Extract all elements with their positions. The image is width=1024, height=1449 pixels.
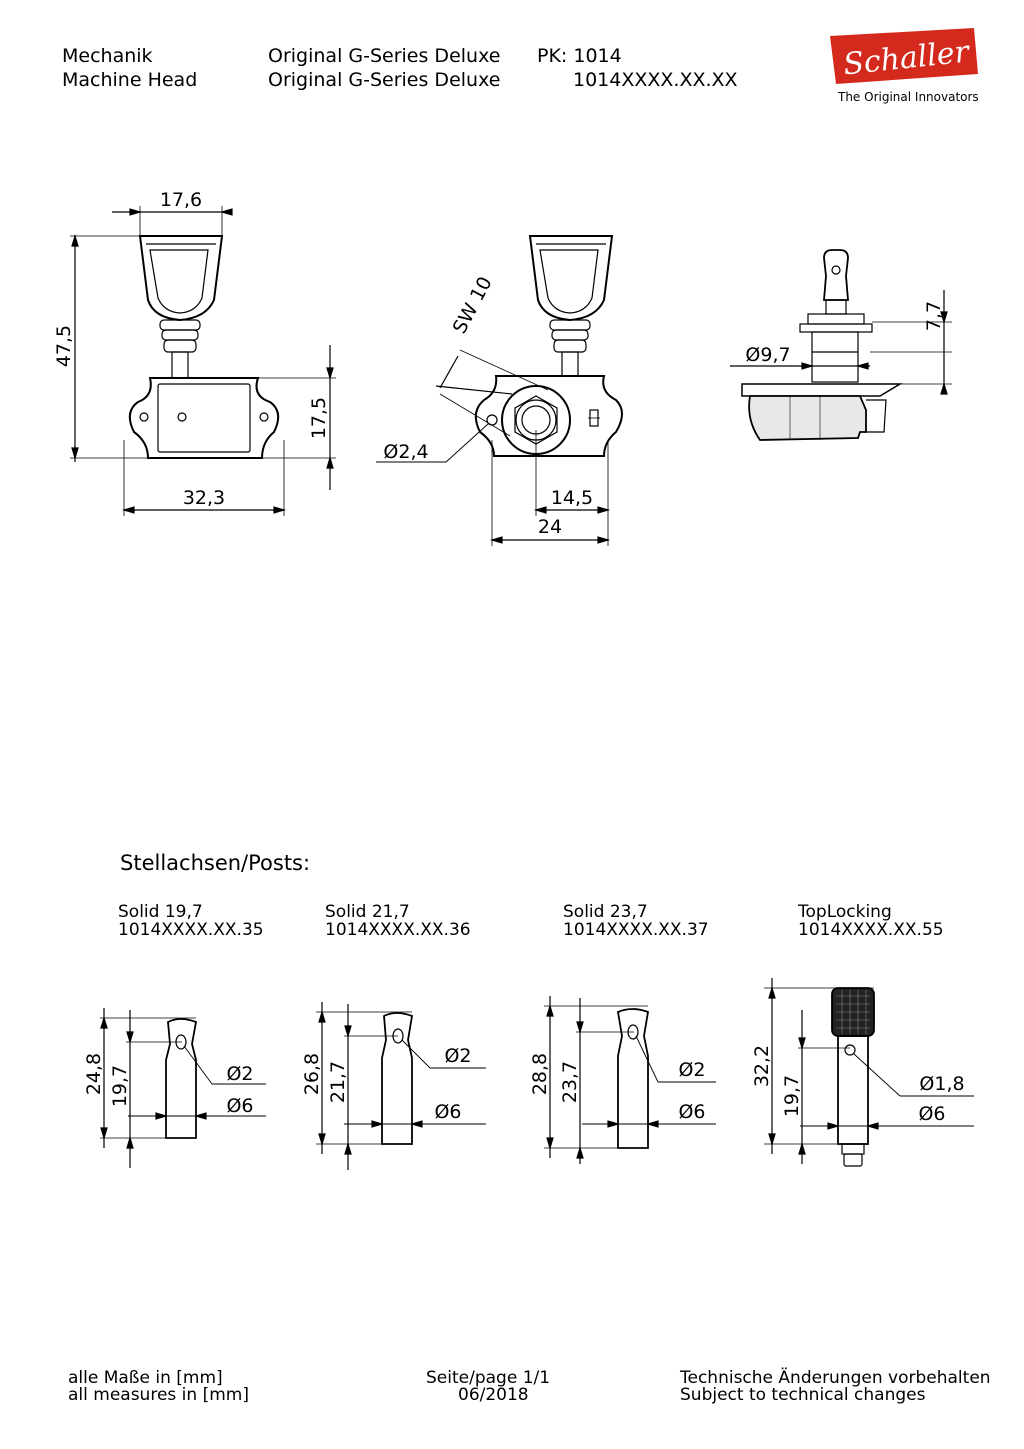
- post4-name: TopLocking: [798, 902, 892, 922]
- side-view: [730, 249, 952, 441]
- post3-name: Solid 23,7: [563, 902, 648, 922]
- post4-hole-diameter: Ø1,8: [919, 1073, 964, 1095]
- post4-code: 1014XXXX.XX.55: [798, 920, 944, 940]
- post-solid-23-7: [544, 996, 716, 1164]
- post1-hole-diameter: Ø2: [226, 1063, 253, 1085]
- post2-diameter: Ø6: [434, 1101, 461, 1123]
- page-number: Seite/page 1/1: [426, 1368, 551, 1388]
- post4-diameter: Ø6: [918, 1103, 945, 1125]
- dim-front-height: 47,5: [53, 325, 75, 367]
- pk-number: PK: 1014: [537, 45, 622, 67]
- post1-hole-height: 19,7: [109, 1065, 131, 1107]
- post3-hole-height: 23,7: [559, 1061, 581, 1103]
- post1-code: 1014XXXX.XX.35: [118, 920, 264, 940]
- post1-name: Solid 19,7: [118, 902, 203, 922]
- changes-en: Subject to technical changes: [680, 1385, 926, 1405]
- post4-hole-height: 19,7: [781, 1075, 803, 1117]
- logo-mark: Schaller: [830, 28, 978, 84]
- label-de: Mechanik: [62, 45, 153, 67]
- dim-front-width: 17,6: [160, 189, 202, 211]
- post2-hole-diameter: Ø2: [444, 1045, 471, 1067]
- article-number: 1014XXXX.XX.XX: [573, 69, 738, 91]
- post1-total-height: 24,8: [83, 1053, 105, 1095]
- product-de: Original G-Series Deluxe: [268, 45, 501, 67]
- changes-de: Technische Änderungen vorbehalten: [680, 1368, 991, 1388]
- label-en: Machine Head: [62, 69, 198, 91]
- logo-tagline: The Original Innovators: [838, 90, 979, 104]
- dim-plate-width: 32,3: [183, 487, 225, 509]
- drawing-date: 06/2018: [458, 1385, 529, 1405]
- post-solid-19-7: [100, 1008, 266, 1168]
- product-en: Original G-Series Deluxe: [268, 69, 501, 91]
- units-de: alle Maße in [mm]: [68, 1368, 223, 1388]
- posts-title: Stellachsen/Posts:: [120, 851, 311, 875]
- post2-total-height: 26,8: [301, 1053, 323, 1095]
- dim-side-height: 7,7: [923, 301, 945, 331]
- post3-total-height: 28,8: [529, 1053, 551, 1095]
- post2-name: Solid 21,7: [325, 902, 410, 922]
- dim-hole-diameter: Ø2,4: [383, 441, 428, 463]
- post3-hole-diameter: Ø2: [678, 1059, 705, 1081]
- dim-offset: 14,5: [551, 487, 593, 509]
- post2-code: 1014XXXX.XX.36: [325, 920, 471, 940]
- units-en: all measures in [mm]: [68, 1385, 249, 1405]
- post3-code: 1014XXXX.XX.37: [563, 920, 709, 940]
- post4-total-height: 32,2: [751, 1045, 773, 1087]
- front-view: [70, 206, 336, 516]
- post2-hole-height: 21,7: [327, 1061, 349, 1103]
- back-view: [376, 235, 623, 546]
- schaller-logo: Schaller The Original Innovators: [828, 28, 988, 110]
- post-solid-21-7: [316, 1002, 486, 1170]
- post3-diameter: Ø6: [678, 1101, 705, 1123]
- post-toplocking: [764, 978, 974, 1167]
- dim-wrench-size: SW 10: [449, 273, 497, 337]
- dim-plate-height: 17,5: [308, 397, 330, 439]
- dim-back-width: 24: [538, 516, 562, 538]
- dim-side-diameter: Ø9,7: [745, 344, 790, 366]
- post1-diameter: Ø6: [226, 1095, 253, 1117]
